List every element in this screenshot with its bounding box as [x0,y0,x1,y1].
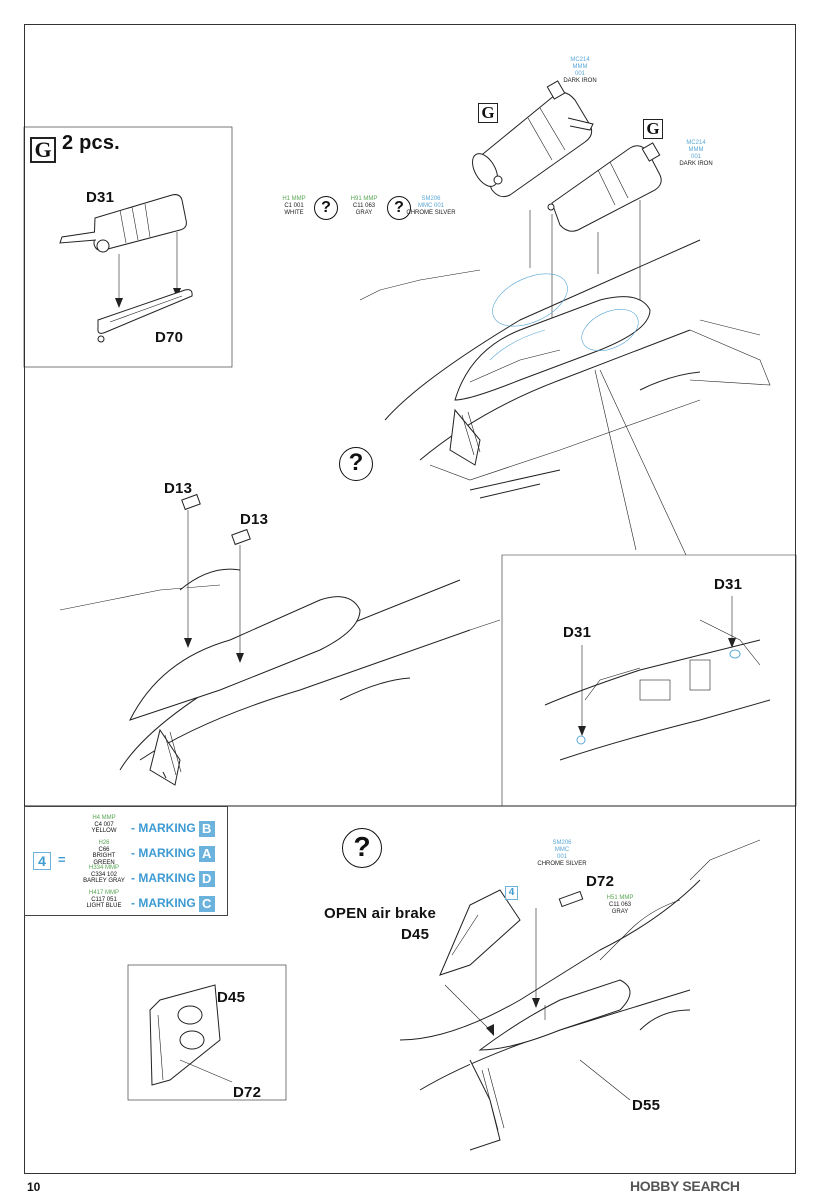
question-icon: ? [339,447,373,481]
part-d72-drawing [558,890,584,908]
detail-label-d31-a: D31 [714,576,743,593]
page-number: 10 [27,1180,41,1194]
detail-view-drawing [544,619,771,761]
part-d70-drawing [97,289,193,334]
part-d13a-drawing [181,493,201,511]
question-icon: ? [387,196,411,220]
bottom-fuselage-drawing [399,839,761,1151]
part-label-d72: D72 [586,873,615,890]
detail-label-d31-b: D31 [563,624,592,641]
marking-color-key [24,806,228,916]
part-d31-drawing [59,194,187,253]
engine-g1-badge: G [478,103,498,123]
part-label-d13-a: D13 [164,480,193,497]
part-label-d31: D31 [86,189,115,206]
watermark: HOBBY SEARCH [630,1178,740,1194]
mid-fuselage-drawing [59,568,501,786]
inset-brake-drawing [149,984,233,1086]
engine-g1-drawing [472,80,594,198]
question-icon: ? [314,196,338,220]
engine-g2-badge: G [643,119,663,139]
part-label-d13-b: D13 [240,511,269,528]
top-fuselage-drawing [359,239,771,556]
part-d45-drawing [439,889,521,976]
bottom-step-badge: 4 [505,886,518,900]
inset-brake-frame [127,964,287,1101]
air-brake-caption: OPEN air brake [324,905,437,922]
detail-view-frame [501,554,797,807]
paint-gray-2: H51 MMP C11 063 GRAY [606,895,634,915]
color-key-step: 4 [33,852,51,870]
part-label-d55: D55 [632,1097,661,1114]
paint-gray: H91 MMP C11 063 GRAY [350,196,378,216]
inset-label-d72: D72 [233,1084,262,1101]
inset-label-d45: D45 [217,989,246,1006]
paint-chrome-silver-2: SM206 MMC 001 CHROME SILVER [537,840,587,867]
paint-dark-iron-2: MC214 MMM 001 DARK IRON [679,140,713,167]
paint-white: H1 MMP C1 001 WHITE [282,196,306,216]
step-g-badge: G [30,137,56,163]
paint-chrome-silver: SM206 MMC 001 CHROME SILVER [406,196,456,216]
part-label-d70: D70 [155,329,184,346]
color-key-equals: = [58,852,66,867]
step-g-frame [23,126,233,368]
paint-dark-iron-1: MC214 MMM 001 DARK IRON [563,57,597,84]
step-g-qty: 2 pcs. [62,132,120,154]
engine-g2-drawing [547,142,662,232]
question-icon: ? [342,828,382,868]
part-d13b-drawing [231,528,251,546]
part-label-d45: D45 [401,926,430,943]
page-frame [24,24,796,1174]
